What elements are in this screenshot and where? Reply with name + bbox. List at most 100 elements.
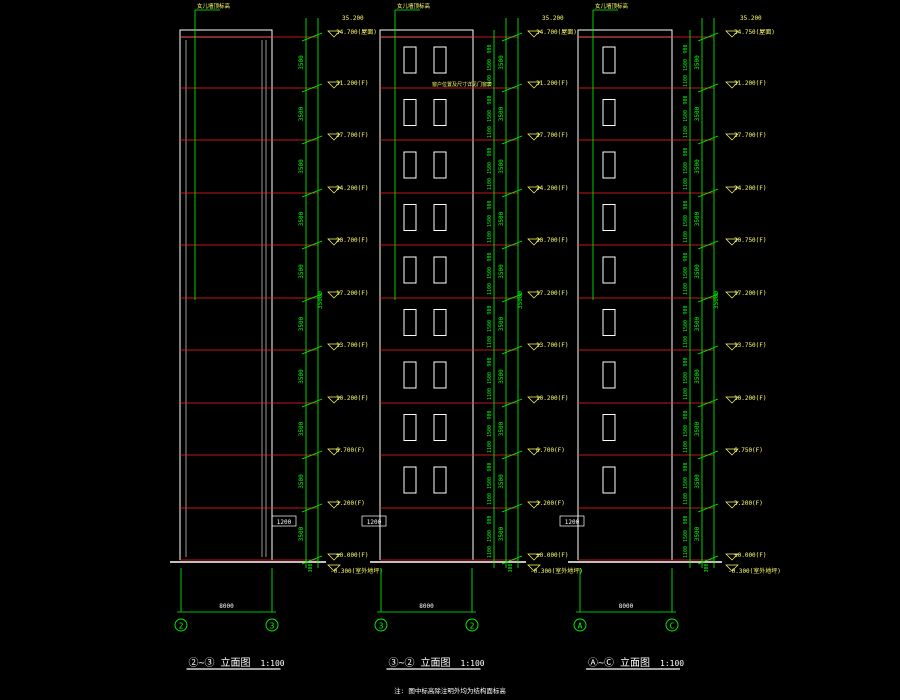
sub-dimension-label: 1500 xyxy=(487,162,493,174)
storey-height-label: 3500 xyxy=(498,159,505,174)
dimension-tick xyxy=(301,293,323,303)
sub-dimension-label: 1100 xyxy=(683,546,689,558)
sub-dimension-label: 1500 xyxy=(487,425,493,437)
small-dimension-box xyxy=(361,515,387,527)
sub-dimension-label: 900 xyxy=(683,410,689,419)
dimension-tick xyxy=(697,83,719,93)
window xyxy=(403,256,417,284)
sub-dimension-label: 900 xyxy=(683,147,689,156)
level-symbol xyxy=(327,238,341,246)
window-note: 窗户位置及尺寸详见门窗表 xyxy=(432,81,492,88)
dimension-tick xyxy=(501,188,523,198)
window xyxy=(602,361,616,389)
sub-dimension-label: 1100 xyxy=(487,75,493,87)
dimension-tick xyxy=(301,555,323,565)
level-label: 27.700(F) xyxy=(336,132,369,139)
sub-dimension-label: 900 xyxy=(487,95,493,104)
axis-label: C xyxy=(670,622,675,631)
ground-step-label: 300 xyxy=(704,563,710,572)
level-symbol xyxy=(327,501,341,509)
storey-height-label: 3500 xyxy=(498,316,505,331)
dimension-tick xyxy=(501,240,523,250)
parapet xyxy=(577,29,673,38)
dimension-tick xyxy=(301,345,323,355)
window xyxy=(433,151,447,179)
elevation-panel-3: 女儿墙顶标高3500900150011003500900150011003500… xyxy=(559,2,781,632)
level-label: ±0.000(F) xyxy=(536,552,569,559)
window xyxy=(433,361,447,389)
leader-label: 女儿墙顶标高 xyxy=(397,2,431,10)
sub-dimension-label: 1500 xyxy=(487,372,493,384)
storey-height-label: 3500 xyxy=(498,421,505,436)
sub-dimension-label: 900 xyxy=(683,44,689,53)
dimension-tick xyxy=(501,83,523,93)
axis-label: 3 xyxy=(270,622,275,631)
level-label: 20.750(F) xyxy=(734,237,767,244)
level-label: ±0.000(F) xyxy=(734,552,767,559)
storey-height-label: 3500 xyxy=(298,55,305,70)
sub-dimension-label: 1100 xyxy=(683,283,689,295)
level-label: 34.750(屋面) xyxy=(734,29,775,36)
level-label: 17.200(F) xyxy=(336,290,369,297)
storey-height-label: 3500 xyxy=(498,369,505,384)
sub-dimension-label: 1500 xyxy=(487,215,493,227)
storey-height-label: 3500 xyxy=(498,264,505,279)
level-symbol xyxy=(527,81,541,89)
dimension-tick xyxy=(301,503,323,513)
window xyxy=(433,414,447,441)
window xyxy=(433,466,447,494)
level-symbol xyxy=(527,553,541,561)
dimension-tick xyxy=(697,32,719,42)
total-height-label: 35000 xyxy=(317,291,324,309)
window xyxy=(403,361,417,389)
level-label: 20.700(F) xyxy=(536,237,569,244)
level-label: 6.700(F) xyxy=(336,447,365,454)
sub-dimension-label: 900 xyxy=(683,200,689,209)
storey-height-label: 3500 xyxy=(694,106,701,121)
level-label: 34.700(屋面) xyxy=(336,29,377,36)
sub-dimension-label: 1500 xyxy=(683,162,689,174)
sub-dimension-label: 1500 xyxy=(683,110,689,122)
level-label: 27.700(F) xyxy=(536,132,569,139)
level-symbol xyxy=(327,30,341,38)
sub-dimension-label: 900 xyxy=(487,357,493,366)
axis-bubble xyxy=(174,618,188,632)
dimension-tick xyxy=(697,345,719,355)
level-symbol xyxy=(327,396,341,404)
sub-dimension-label: 1500 xyxy=(487,530,493,542)
window xyxy=(403,151,417,179)
level-symbol xyxy=(527,291,541,299)
sub-dimension-label: 1500 xyxy=(683,267,689,279)
dimension-tick xyxy=(301,398,323,408)
width-dimension-label: 8000 xyxy=(419,603,434,610)
sub-dimension-label: 900 xyxy=(487,515,493,524)
sub-dimension-label: 1100 xyxy=(487,441,493,453)
level-symbol xyxy=(327,133,341,141)
dimension-tick xyxy=(501,345,523,355)
storey-height-label: 3500 xyxy=(694,474,701,489)
sub-dimension-label: 1100 xyxy=(487,283,493,295)
sub-dimension-label: 1100 xyxy=(487,546,493,558)
sub-dimension-label: 1500 xyxy=(487,267,493,279)
level-symbol xyxy=(527,396,541,404)
window xyxy=(602,151,616,179)
sub-dimension-label: 900 xyxy=(683,462,689,471)
storey-height-label: 3500 xyxy=(694,526,701,541)
level-symbol xyxy=(527,30,541,38)
level-symbol xyxy=(527,238,541,246)
small-dimension-box xyxy=(559,515,585,527)
storey-height-label: 3500 xyxy=(298,316,305,331)
sub-dimension-label: 900 xyxy=(683,252,689,261)
top-level-label: 35.200 xyxy=(342,15,364,22)
level-label: 10.200(F) xyxy=(536,395,569,402)
storey-height-label: 3500 xyxy=(298,106,305,121)
axis-label: 3 xyxy=(379,622,384,631)
level-label: 13.700(F) xyxy=(536,342,569,349)
axis-label: 2 xyxy=(470,622,475,631)
level-symbol xyxy=(327,81,341,89)
sub-dimension-label: 1100 xyxy=(683,178,689,190)
level-symbol xyxy=(725,396,739,404)
level-symbol xyxy=(327,448,341,456)
window xyxy=(433,256,447,284)
